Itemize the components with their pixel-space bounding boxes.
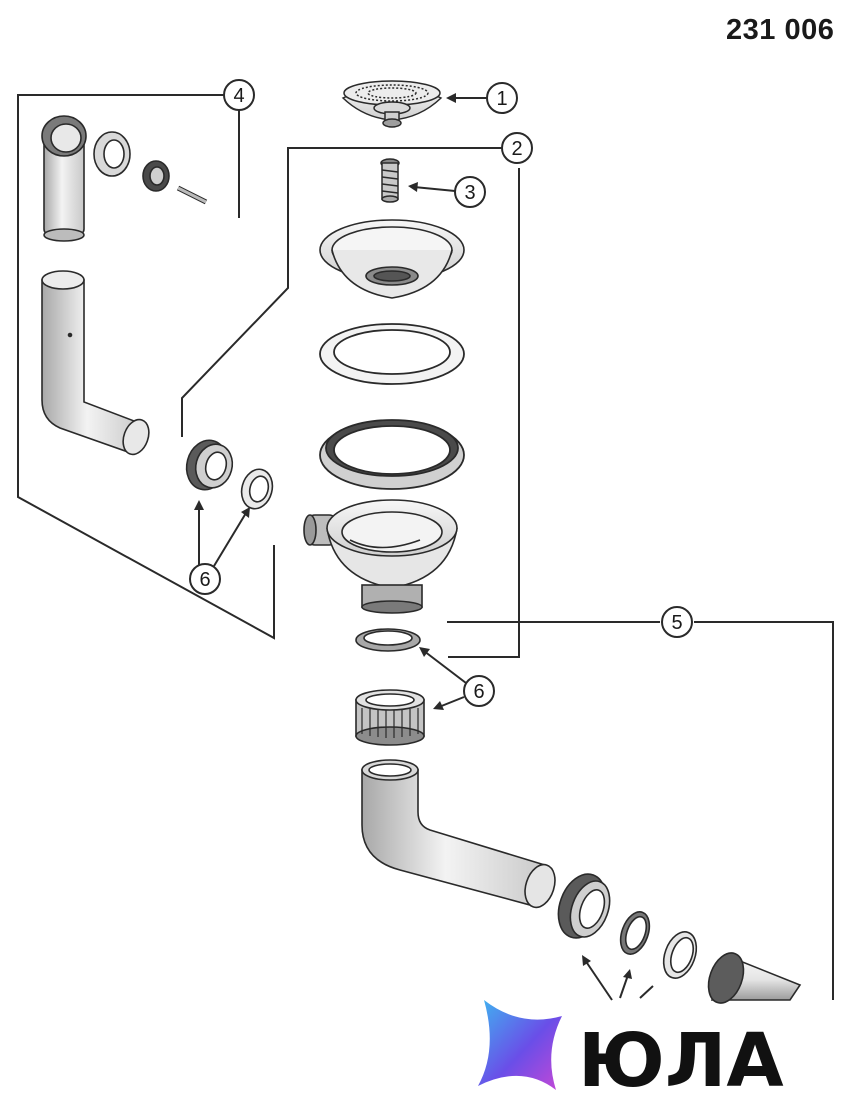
svg-text:6: 6 — [473, 681, 484, 703]
washer-bottom — [662, 931, 698, 979]
svg-text:3: 3 — [464, 182, 475, 204]
svg-text:1: 1 — [496, 88, 507, 110]
svg-text:5: 5 — [671, 612, 682, 634]
callout-5: 5 — [661, 606, 693, 638]
group-frame-2 — [181, 147, 520, 658]
svg-text:4: 4 — [233, 85, 244, 107]
svg-text:2: 2 — [511, 138, 522, 160]
outlet-pipe — [707, 952, 802, 1004]
drain-body — [303, 499, 458, 614]
seal-ring-bottom — [619, 911, 651, 955]
brand-logo: ЮЛА — [478, 1000, 784, 1104]
rubber-ring — [319, 419, 465, 490]
overflow-washer — [240, 468, 274, 510]
callout-6-mid: 6 — [419, 647, 495, 710]
screw-part — [380, 158, 400, 203]
callout-6-bottom-arrows — [582, 955, 654, 1001]
callout-1: 1 — [446, 82, 518, 114]
callout-6-left: 6 — [189, 500, 250, 595]
group-frame-5 — [447, 621, 834, 1000]
brand-logo-mark-icon — [478, 1000, 562, 1090]
overflow-nut — [185, 439, 234, 491]
group-frame-4 — [17, 94, 275, 640]
callout-4: 4 — [223, 79, 255, 218]
coupling-nut-bottom — [557, 873, 611, 939]
callout-3: 3 — [408, 176, 486, 208]
strainer-basket — [341, 80, 443, 128]
seal-washer-mid — [355, 628, 421, 652]
coupling-nut-mid — [355, 689, 425, 746]
flat-gasket — [319, 323, 465, 385]
sink-flange-bowl — [319, 219, 465, 299]
callout-2: 2 — [501, 132, 533, 164]
overflow-assembly — [41, 115, 208, 456]
svg-text:6: 6 — [199, 569, 210, 591]
trap-pipe — [361, 759, 556, 909]
svg-text:ЮЛА: ЮЛА — [578, 1018, 784, 1100]
part-code: 231 006 — [726, 14, 835, 46]
